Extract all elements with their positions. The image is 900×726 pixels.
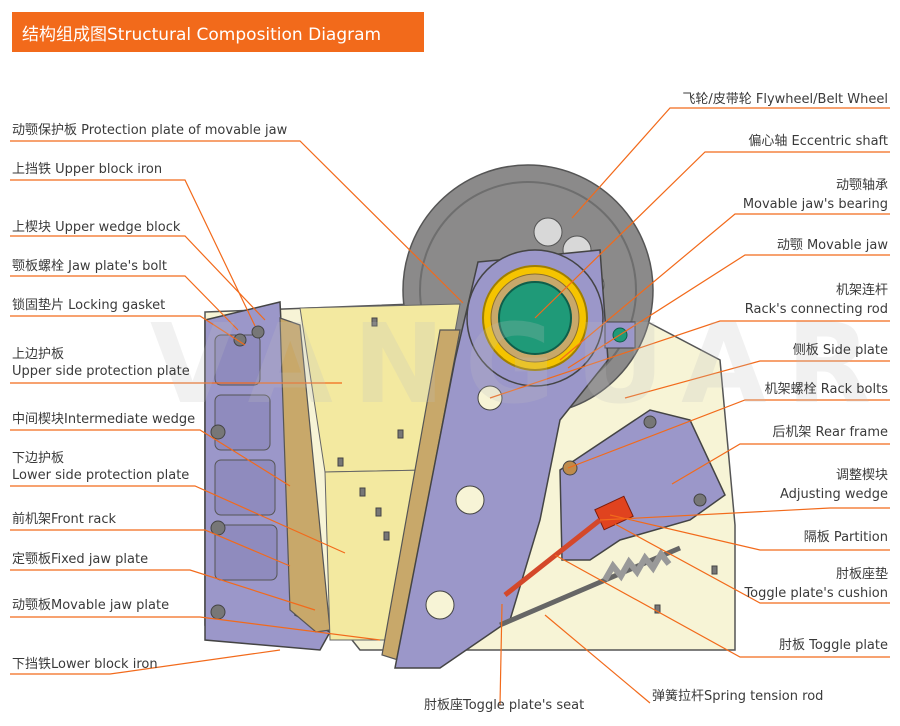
label-intermediate-wedge: 中间楔块Intermediate wedge xyxy=(12,412,196,427)
watermark: VANGUARD xyxy=(150,300,900,428)
page-title: 结构组成图Structural Composition Diagram xyxy=(22,25,382,45)
label-adjusting-wedge-en: Adjusting wedge xyxy=(779,487,888,502)
label-front-rack: 前机架Front rack xyxy=(12,512,117,527)
toggle-plate-shape xyxy=(503,518,602,597)
rack-bolts-shape xyxy=(337,317,718,614)
label-toggle-cushion-en: Toggle plate's cushion xyxy=(744,586,888,601)
label-eccentric-shaft: 偏心轴 Eccentric shaft xyxy=(748,134,888,149)
label-fixed-jaw-plate: 定颚板Fixed jaw plate xyxy=(12,552,149,567)
label-upper-side-cn: 上边护板 xyxy=(12,347,65,362)
label-adjusting-wedge-cn: 调整楔块 xyxy=(835,468,888,483)
label-movable-jaw-plate: 动颚板Movable jaw plate xyxy=(12,598,170,613)
label-bearing-cn: 动颚轴承 xyxy=(835,178,888,193)
label-toggle-cushion-cn: 肘板座垫 xyxy=(835,567,888,582)
fixed-jaw-plate-shape xyxy=(279,317,331,633)
label-jaw-plate-bolt: 颚板螺栓 Jaw plate's bolt xyxy=(12,259,168,274)
leader-lines-left xyxy=(10,140,464,675)
label-movable-jaw: 动颚 Movable jaw xyxy=(776,238,888,253)
label-spring-tension-rod: 弹簧拉杆Spring tension rod xyxy=(652,689,824,704)
label-upper-block-iron: 上挡铁 Upper block iron xyxy=(12,162,163,177)
label-toggle-seat: 肘板座Toggle plate's seat xyxy=(424,698,585,713)
title-bar xyxy=(12,12,424,52)
label-lower-side-en: Lower side protection plate xyxy=(12,468,190,483)
label-lower-side-cn: 下边护板 xyxy=(12,451,65,466)
label-rear-frame: 后机架 Rear frame xyxy=(772,425,888,440)
label-rack-connecting-en: Rack's connecting rod xyxy=(744,302,888,317)
rack-connecting-rod-shape xyxy=(604,321,636,349)
label-upper-side-en: Upper side protection plate xyxy=(12,364,190,379)
label-locking-gasket: 锁固垫片 Locking gasket xyxy=(12,298,166,313)
label-partition: 隔板 Partition xyxy=(803,530,888,545)
label-lower-block-iron: 下挡铁Lower block iron xyxy=(12,657,158,672)
label-side-plate: 侧板 Side plate xyxy=(792,343,888,358)
label-bearing-en: Movable jaw's bearing xyxy=(742,197,888,212)
label-upper-wedge-block: 上楔块 Upper wedge block xyxy=(12,220,181,235)
label-protection-plate: 动颚保护板 Protection plate of movable jaw xyxy=(12,123,288,138)
label-flywheel: 飞轮/皮带轮 Flywheel/Belt Wheel xyxy=(682,92,888,107)
leader-lines-right xyxy=(489,107,890,706)
label-rack-bolts: 机架螺栓 Rack bolts xyxy=(764,382,888,397)
label-rack-connecting-cn: 机架连杆 xyxy=(835,283,888,298)
label-toggle-plate: 肘板 Toggle plate xyxy=(779,638,888,653)
front-rack-shape xyxy=(204,301,332,651)
spring-tension-rod-shape xyxy=(499,545,681,628)
